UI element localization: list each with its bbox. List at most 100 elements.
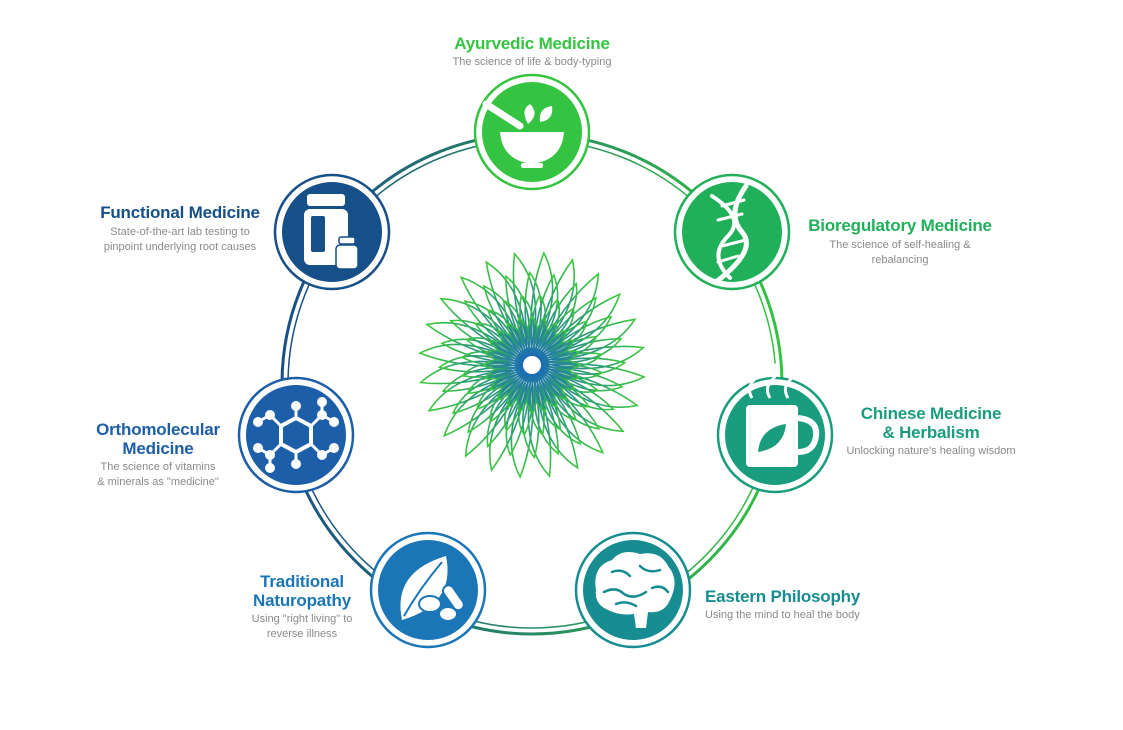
- mandala-petal: [530, 293, 547, 358]
- node-description: The science of self-healing & rebalancin…: [790, 238, 1010, 268]
- label-naturopathy: Traditional Naturopathy Using "right liv…: [222, 572, 382, 642]
- desc-line: The science of self-healing &: [829, 239, 971, 251]
- desc-line: State-of-the-art lab testing to: [110, 226, 250, 238]
- title-line: Orthomolecular: [96, 420, 220, 439]
- node-title: Bioregulatory Medicine: [808, 216, 992, 235]
- mandala-petal: [539, 366, 639, 409]
- label-bioregulatory: Bioregulatory Medicine The science of se…: [790, 216, 1010, 268]
- mandala-petal: [537, 369, 605, 454]
- mandala-petal: [464, 336, 525, 364]
- mandala-petal: [460, 350, 525, 367]
- mandala-center: [523, 356, 541, 374]
- node-description: The science of vitamins & minerals as "m…: [70, 460, 246, 490]
- mandala-petal: [526, 372, 537, 415]
- mandala-petal: [536, 319, 589, 360]
- mandala-petal: [484, 366, 526, 380]
- mandala-petal: [538, 350, 580, 364]
- leaf-pills-icon: [400, 556, 465, 622]
- mandala-petal: [530, 251, 554, 358]
- node-orthomolecular: [237, 376, 355, 494]
- mandala-petal: [427, 369, 526, 412]
- mandala-petal: [539, 363, 646, 387]
- mandala-petal: [483, 349, 525, 365]
- mandala-petal: [527, 371, 552, 479]
- mandala-petal: [486, 308, 527, 361]
- mandala-petal: [502, 299, 528, 359]
- mandala-petal: [506, 322, 528, 360]
- title-line: & Herbalism: [882, 423, 980, 442]
- tea-mug-icon: [746, 363, 820, 467]
- dna-icon: [710, 183, 749, 285]
- node-title: Orthomolecular Medicine: [70, 420, 246, 458]
- mandala-petal: [473, 322, 526, 362]
- desc-line: & minerals as "medicine": [97, 476, 219, 488]
- mandala-petal: [439, 297, 526, 362]
- node-ayurvedic: [473, 73, 591, 191]
- desc-line: Using "right living" to: [251, 613, 353, 625]
- mandala-petal: [538, 368, 625, 433]
- mandala-petal: [532, 316, 548, 358]
- mandala-petal: [464, 371, 529, 458]
- node-description: Unlocking nature's healing wisdom: [846, 445, 1016, 457]
- node-description: Using the mind to heal the body: [705, 609, 860, 621]
- node-functional: [273, 173, 391, 291]
- label-chinese: Chinese Medicine & Herbalism Unlocking n…: [826, 404, 1036, 459]
- node-description: Using "right living" to reverse illness: [222, 612, 382, 642]
- mandala-petal: [538, 345, 646, 370]
- label-eastern: Eastern Philosophy Using the mind to hea…: [705, 587, 935, 623]
- mandala-petal: [516, 372, 532, 414]
- mandala-petal: [496, 330, 526, 361]
- mandala-petal: [539, 360, 582, 371]
- title-line: Chinese Medicine: [860, 404, 1002, 423]
- node-naturopathy: [369, 531, 487, 649]
- desc-line: rebalancing: [871, 254, 929, 266]
- mandala-petal: [539, 367, 576, 391]
- mandala-petal: [536, 292, 621, 360]
- mandala-petal: [533, 371, 547, 413]
- mandala-petal: [538, 335, 598, 361]
- mandala-petal: [460, 362, 525, 378]
- mandala-petal: [527, 315, 538, 358]
- mandala-petal: [538, 318, 637, 361]
- node-chinese: [716, 363, 834, 494]
- desc-line: The science of vitamins: [100, 461, 216, 473]
- mandala-petal: [537, 369, 578, 422]
- mandala-petal: [510, 372, 534, 479]
- node-title: Functional Medicine: [100, 203, 260, 222]
- mandala-petal: [459, 276, 527, 361]
- mandala-petal: [503, 372, 531, 433]
- title-line: Traditional: [260, 572, 344, 591]
- mandala-petal: [443, 370, 528, 438]
- mandala-petal: [536, 371, 562, 431]
- mandala-petal: [418, 360, 526, 385]
- mandala-petal: [537, 339, 575, 361]
- mandala-petal: [485, 260, 528, 359]
- mandala-petal: [535, 306, 575, 359]
- mandala-petal: [536, 370, 558, 408]
- mandala-petal: [535, 272, 600, 359]
- mandala-petal: [536, 371, 579, 470]
- mandala-petal: [425, 321, 525, 364]
- mandala-petal: [497, 371, 528, 401]
- mandala-petal: [489, 371, 529, 424]
- mandala-petal: [488, 372, 531, 472]
- node-eastern: [574, 531, 692, 649]
- node-description: State-of-the-art lab testing to pinpoint…: [80, 225, 280, 255]
- label-ayurvedic: Ayurvedic Medicine The science of life &…: [392, 34, 672, 70]
- mandala-petal: [418, 343, 525, 367]
- node-title: Traditional Naturopathy: [222, 572, 382, 610]
- desc-line: reverse illness: [266, 628, 338, 640]
- mandala-petal: [529, 372, 545, 437]
- node-title: Ayurvedic Medicine: [454, 34, 610, 53]
- mandala-petal: [512, 251, 537, 359]
- title-line: Medicine: [122, 439, 194, 458]
- brain-icon: [595, 552, 675, 628]
- node-title: Chinese Medicine & Herbalism: [826, 404, 1036, 442]
- node-title: Eastern Philosophy: [705, 587, 861, 606]
- mandala-petal: [539, 352, 604, 368]
- mandala-petal: [466, 369, 526, 395]
- mandala-petal: [517, 372, 534, 437]
- mandala-petal: [538, 368, 591, 408]
- mandala-petal: [519, 293, 535, 358]
